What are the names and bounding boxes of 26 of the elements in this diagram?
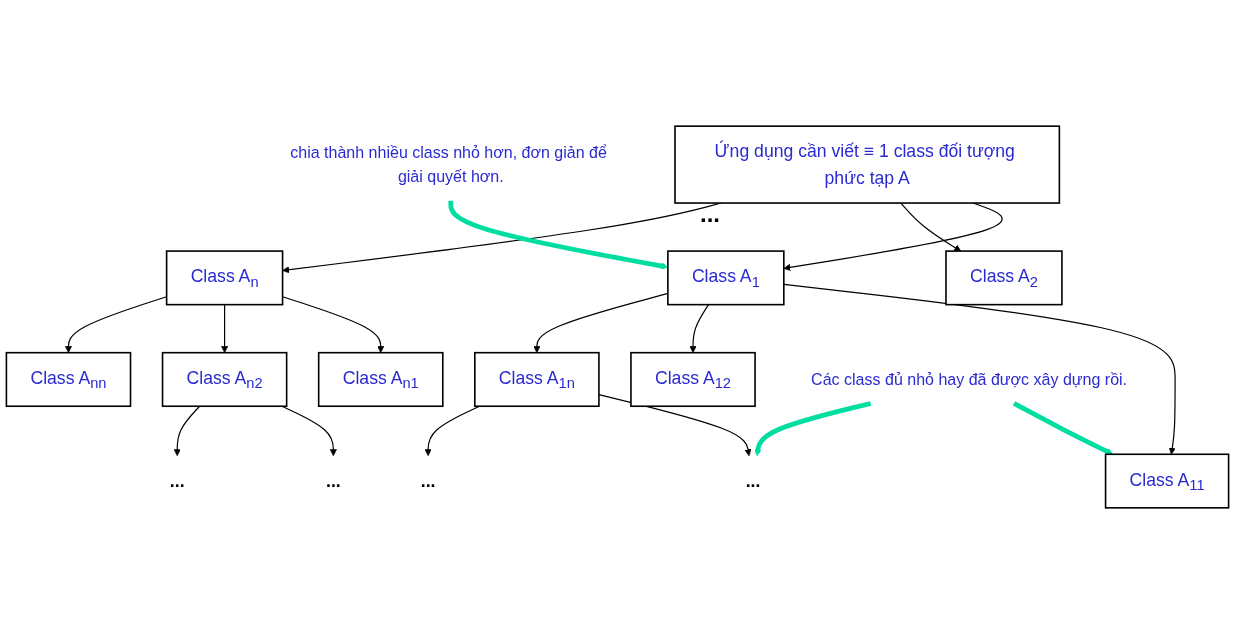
node-box: Class A$_{n}$ — [165, 250, 284, 306]
node-text: ... — [745, 471, 761, 492]
node-box: Class A$_{n1}$ — [317, 351, 444, 408]
node-box: Class A$_{12}$ — [630, 351, 756, 408]
arrow — [281, 405, 337, 457]
arrow — [173, 405, 201, 457]
node-text: Các class đủ nhỏ hay đã được xây dựng rồi. — [811, 370, 1128, 389]
arrow — [598, 394, 752, 457]
node-box: Class A$_{n2}$ — [161, 351, 288, 408]
arrow — [783, 283, 1176, 455]
node-box: Ứng dụng cần viết ≡ 1 class đối tượng phức tạp A — [674, 125, 1061, 204]
node-text: ... — [169, 471, 185, 492]
node-text: ... — [420, 471, 436, 492]
node-text: ... — [326, 471, 341, 492]
node-box: Class A$_{2}$ — [945, 250, 1063, 306]
arrow — [221, 304, 229, 353]
arrow — [900, 202, 962, 252]
node-box: Class A$_{11}$ — [1104, 453, 1230, 509]
arrow — [783, 202, 1003, 271]
node-text: chia thành nhiều class nhỏ hơn, đơn giản để giải quyết hơn. — [290, 143, 607, 186]
node-box: Class A$_{nn}$ — [5, 351, 132, 408]
node-box: Class A$_{1}$ — [667, 250, 785, 306]
arrow — [754, 401, 872, 457]
arrow — [689, 304, 710, 353]
arrow — [1012, 401, 1114, 455]
node-box: Class A$_{1n}$ — [474, 351, 600, 408]
